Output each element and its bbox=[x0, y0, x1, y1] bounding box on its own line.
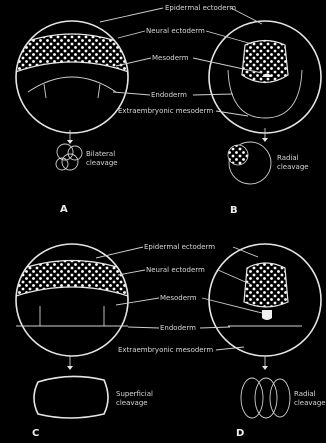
label-neural-ectoderm-bottom: Neural ectoderm bbox=[146, 266, 205, 274]
bottom-labels: Epidermal ectoderm Neural ectoderm Mesod… bbox=[96, 243, 262, 354]
panel-d-cleavage-cells bbox=[241, 378, 290, 418]
panel-b-caption-line2: cleavage bbox=[277, 163, 309, 171]
panel-c: Superficial cleavage C bbox=[10, 244, 153, 439]
label-mesoderm-bottom: Mesoderm bbox=[160, 294, 197, 302]
panel-c-letter: C bbox=[32, 428, 39, 439]
label-extraembryonic-mesoderm-bottom: Extraembryonic mesoderm bbox=[118, 346, 213, 354]
panel-a-caption-line1: Bilateral bbox=[86, 150, 115, 158]
panel-d-neural-plate bbox=[244, 263, 288, 307]
label-extraembryonic-mesoderm-top: Extraembryonic mesoderm bbox=[118, 107, 213, 115]
panel-d-caption-line1: Radial bbox=[294, 390, 316, 398]
panel-b-caption-line1: Radial bbox=[277, 154, 299, 162]
panel-a-letter: A bbox=[60, 204, 68, 215]
panel-a-endoderm-arc bbox=[28, 77, 116, 92]
label-endoderm-bottom: Endoderm bbox=[160, 324, 196, 332]
panel-b-letter: B bbox=[230, 205, 238, 216]
panel-d-mesoderm-cup bbox=[262, 310, 272, 320]
panel-c-neural-band bbox=[10, 261, 134, 299]
panel-b-cleavage-blastula bbox=[228, 142, 271, 184]
panel-c-caption-line2: cleavage bbox=[116, 399, 148, 407]
panel-a-caption-line2: cleavage bbox=[86, 159, 118, 167]
panel-b: Radial cleavage B bbox=[209, 21, 321, 216]
panel-d-caption-line2: cleavage bbox=[294, 399, 326, 407]
panel-a: Bilateral cleavage A bbox=[10, 21, 134, 215]
label-epidermal-ectoderm-bottom: Epidermal ectoderm bbox=[144, 243, 215, 251]
panel-c-cleavage-shape bbox=[34, 376, 108, 418]
panel-a-neural-band bbox=[10, 34, 134, 74]
panel-d-letter: D bbox=[236, 428, 244, 439]
panel-a-cleavage-cluster bbox=[56, 144, 82, 170]
label-endoderm-top: Endoderm bbox=[151, 91, 187, 99]
label-epidermal-ectoderm-top: Epidermal ectoderm bbox=[165, 4, 236, 12]
panel-c-caption-line1: Superficial bbox=[116, 390, 153, 398]
label-mesoderm-top: Mesoderm bbox=[152, 54, 189, 62]
label-neural-ectoderm-top: Neural ectoderm bbox=[146, 27, 205, 35]
